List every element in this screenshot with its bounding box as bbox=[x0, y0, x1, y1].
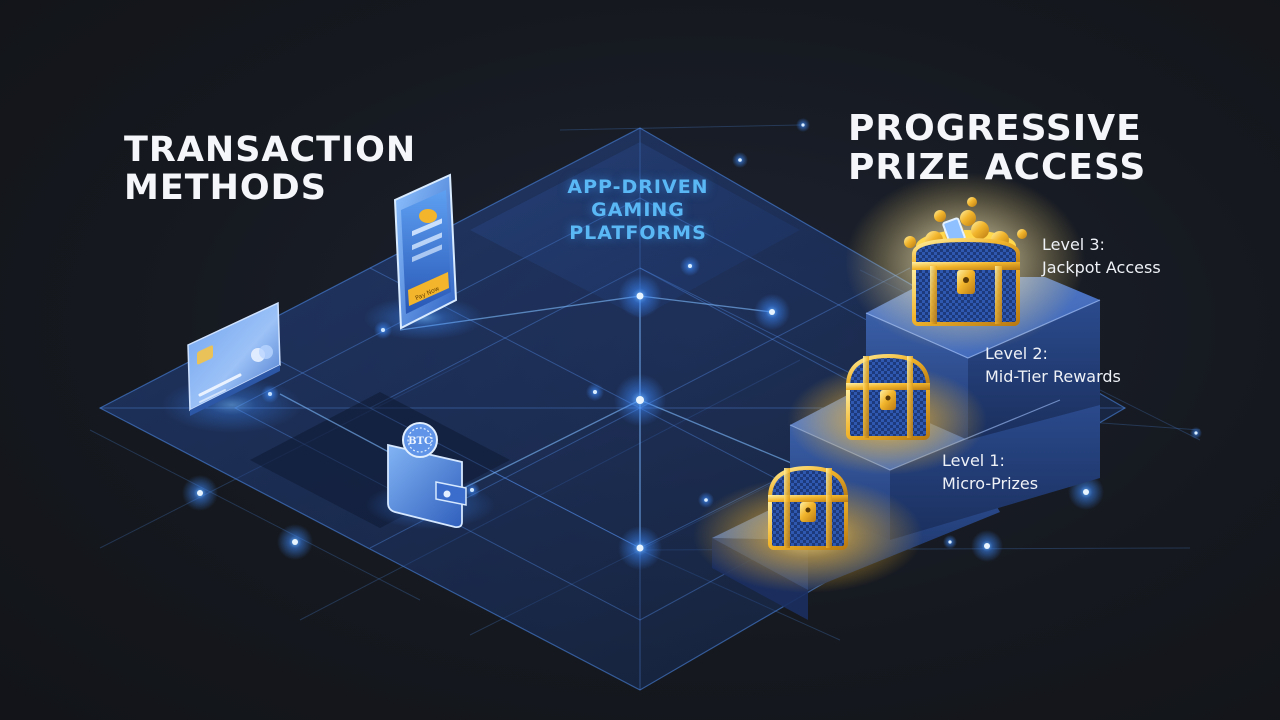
level-3-title: Level 3: bbox=[1042, 235, 1105, 254]
level-3-description: Jackpot Access bbox=[1042, 258, 1161, 278]
level-2-label: Level 2: Mid-Tier Rewards bbox=[985, 342, 1121, 388]
level-1-label: Level 1: Micro-Prizes bbox=[942, 449, 1038, 495]
treasure-chest-level-2-icon bbox=[845, 353, 931, 440]
treasure-chest-jackpot-icon bbox=[904, 197, 1027, 326]
crypto-wallet-icon: BTC bbox=[365, 422, 495, 529]
glowing-nodes bbox=[182, 118, 1202, 570]
transaction-methods-heading: TRANSACTION METHODS bbox=[124, 130, 417, 208]
credit-card-icon bbox=[162, 301, 302, 433]
level-2-title: Level 2: bbox=[985, 344, 1048, 363]
treasure-chest-level-1-icon bbox=[767, 465, 849, 550]
smartphone-icon: Pay Now bbox=[364, 173, 484, 340]
btc-badge-label: BTC bbox=[408, 436, 432, 447]
level-1-title: Level 1: bbox=[942, 451, 1005, 470]
platform-inner-tile bbox=[470, 142, 800, 318]
level-3-label: Level 3: Jackpot Access bbox=[1042, 233, 1161, 279]
progressive-prize-access-heading: PROGRESSIVE PRIZE ACCESS bbox=[848, 108, 1147, 188]
app-driven-gaming-platforms-label: APP-DRIVEN GAMING PLATFORMS bbox=[567, 176, 709, 244]
level-2-description: Mid-Tier Rewards bbox=[985, 367, 1121, 387]
level-1-description: Micro-Prizes bbox=[942, 474, 1039, 494]
